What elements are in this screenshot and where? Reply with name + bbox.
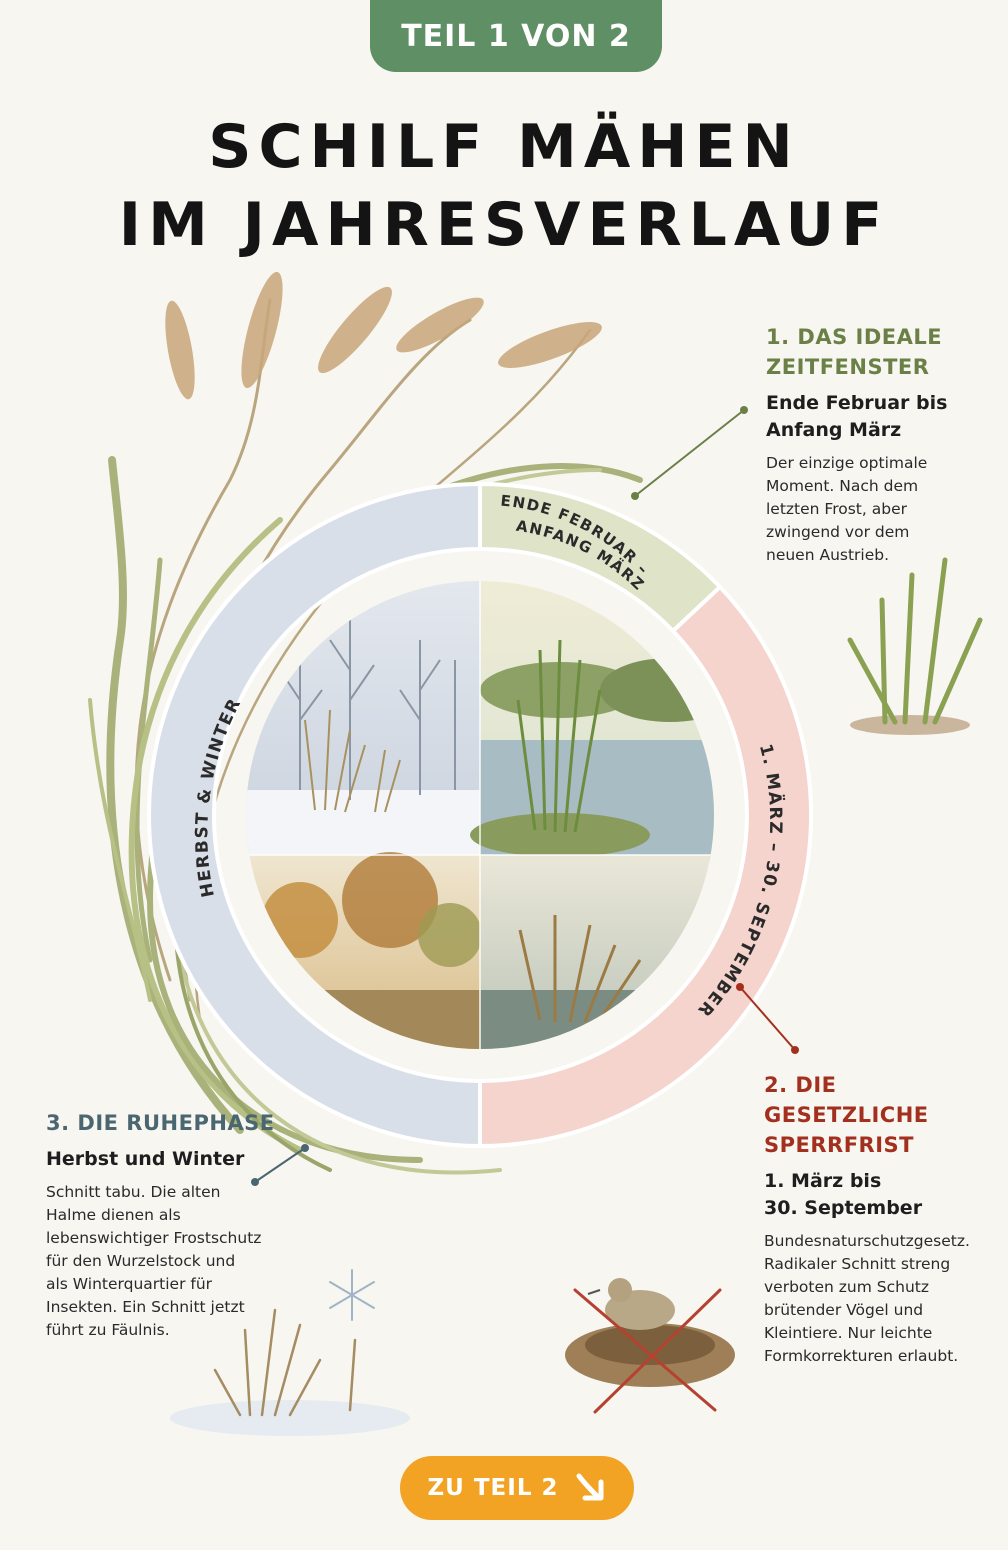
info-3-body-line: führt zu Fäulnis. bbox=[46, 1321, 170, 1339]
spring-shoots-illustration bbox=[847, 557, 983, 735]
info-3-body-line: für den Wurzelstock und bbox=[46, 1252, 236, 1270]
info-1-subtitle-line2: Anfang März bbox=[766, 419, 902, 441]
season-ring bbox=[147, 481, 813, 1149]
arrow-down-right-icon bbox=[576, 1473, 603, 1501]
info-2-body-line: Kleintiere. Nur leichte bbox=[764, 1324, 933, 1342]
info-3-subtitle: Herbst und Winter bbox=[46, 1148, 245, 1170]
info-1-body-line: zwingend vor dem bbox=[766, 523, 910, 541]
cross-out-mark bbox=[573, 1288, 722, 1414]
info-1-subtitle-line1: Ende Februar bis bbox=[766, 392, 948, 414]
winter-reed-illustration bbox=[170, 1269, 410, 1436]
snowflake-icon bbox=[329, 1269, 375, 1321]
info-3-heading: 3. DIE RUHEPHASE bbox=[46, 1111, 275, 1135]
ring-segment-winter bbox=[147, 481, 482, 1149]
part-badge: TEIL 1 VON 2 bbox=[370, 0, 662, 72]
info-3-body-line: lebenswichtiger Frostschutz bbox=[46, 1229, 262, 1247]
info-2-body-line: Bundesnaturschutzgesetz. bbox=[764, 1232, 970, 1250]
info-2-heading-line2: SPERRFRIST bbox=[764, 1133, 914, 1157]
bird-nest-illustration bbox=[565, 1278, 735, 1414]
info-3-body-line: Schnitt tabu. Die alten bbox=[46, 1183, 221, 1201]
info-2-heading-line1: 2. DIE GESETZLICHE bbox=[764, 1073, 929, 1127]
info-block-ideal-window: 1. DAS IDEALE ZEITFENSTER Ende Februar b… bbox=[766, 322, 998, 567]
ring-segment-summer bbox=[478, 584, 813, 1149]
page-title-line1: SCHILF MÄHEN bbox=[208, 112, 800, 182]
info-2-body-line: Formkorrekturen erlaubt. bbox=[764, 1347, 959, 1365]
info-2-body-line: Radikaler Schnitt streng bbox=[764, 1255, 951, 1273]
info-3-body-line: Halme dienen als bbox=[46, 1206, 181, 1224]
info-1-body-line: Der einzige optimale bbox=[766, 454, 928, 472]
season-scenes bbox=[246, 581, 714, 1049]
plume-heads bbox=[165, 271, 602, 400]
info-2-body-line: brütender Vögel und bbox=[764, 1301, 924, 1319]
info-2-subtitle-line1: 1. März bis bbox=[764, 1170, 882, 1192]
reed-plume-decoration bbox=[88, 298, 643, 1175]
info-1-body-line: letzten Frost, aber bbox=[766, 500, 907, 518]
info-3-body-line: als Winterquartier für bbox=[46, 1275, 213, 1293]
connectors bbox=[251, 406, 799, 1186]
info-3-body-line: Insekten. Ein Schnitt jetzt bbox=[46, 1298, 245, 1316]
info-block-rest-phase: 3. DIE RUHEPHASE Herbst und Winter Schni… bbox=[46, 1108, 296, 1342]
info-1-heading-line1: 1. DAS IDEALE bbox=[766, 325, 943, 349]
info-1-body-line: neuen Austrieb. bbox=[766, 546, 890, 564]
info-block-legal-closure: 2. DIE GESETZLICHE SPERRFRIST 1. März bi… bbox=[764, 1070, 1008, 1368]
next-part-label: ZU TEIL 2 bbox=[427, 1475, 559, 1501]
info-1-body-line: Moment. Nach dem bbox=[766, 477, 919, 495]
info-1-heading-line2: ZEITFENSTER bbox=[766, 355, 930, 379]
page-title-line2: IM JAHRESVERLAUF bbox=[118, 190, 890, 260]
next-part-button[interactable]: ZU TEIL 2 bbox=[400, 1456, 634, 1520]
info-2-subtitle-line2: 30. September bbox=[764, 1197, 923, 1219]
info-2-body-line: verboten zum Schutz bbox=[764, 1278, 929, 1296]
